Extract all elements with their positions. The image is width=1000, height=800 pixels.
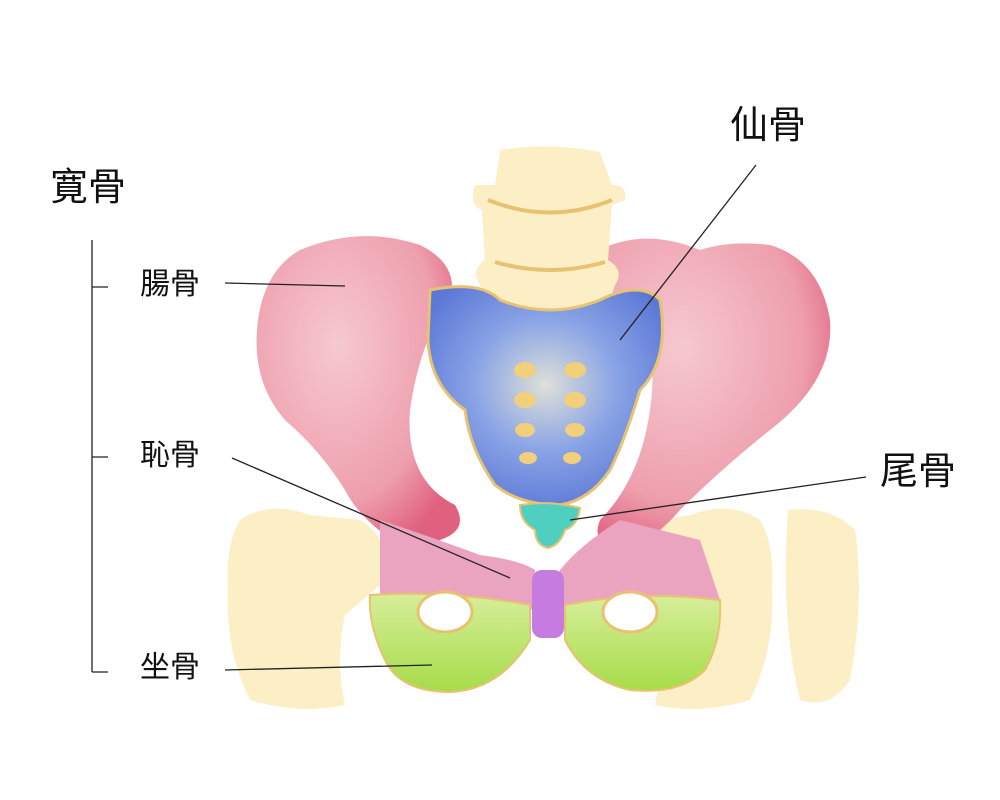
lumbar-vertebra xyxy=(472,146,626,323)
label-sacrum: 仙骨 xyxy=(730,103,807,147)
left-pubis xyxy=(380,520,535,610)
label-coccyx: 尾骨 xyxy=(880,449,957,493)
leader-lines xyxy=(91,164,867,673)
left-femur xyxy=(227,508,385,709)
coccyx-leader xyxy=(569,476,867,521)
left-ilium xyxy=(256,236,460,552)
right-pubis xyxy=(560,520,720,610)
label-hip-bone: 寛骨 xyxy=(50,165,127,209)
sacral-foramina xyxy=(514,362,586,464)
pubic-symphysis xyxy=(532,570,564,638)
label-pubis: 恥骨 xyxy=(140,438,200,473)
ischium-leader xyxy=(224,664,433,671)
label-ilium: 腸骨 xyxy=(140,267,200,302)
pubis-leader xyxy=(231,457,511,579)
left-ischium xyxy=(368,592,531,694)
sacrum xyxy=(426,285,664,507)
ilium-leader xyxy=(224,282,346,287)
coccyx xyxy=(518,502,582,550)
hip-bone-bracket xyxy=(91,240,108,673)
sacrum-leader xyxy=(619,164,757,341)
label-ischium: 坐骨 xyxy=(140,650,200,685)
